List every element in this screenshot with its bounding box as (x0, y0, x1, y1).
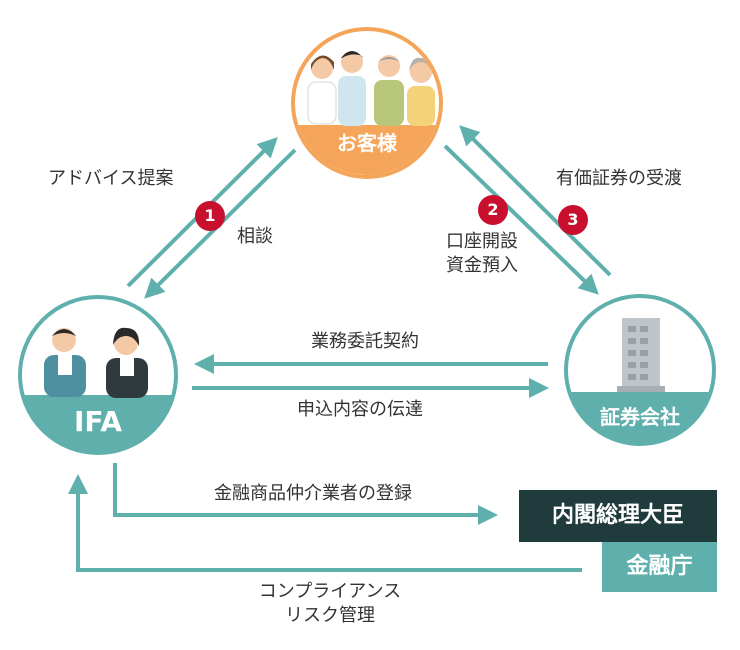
step-badge-3: 3 (558, 205, 588, 235)
label-compliance-line-1: コンプライアンス (258, 581, 402, 602)
customer-node (291, 27, 443, 179)
step-badge-2: 2 (478, 195, 508, 225)
securities-node (564, 294, 716, 446)
arrows (68, 125, 612, 572)
authority-primary-box (519, 490, 717, 542)
label-compliance: コンプライアンス リスク管理 (230, 580, 430, 628)
label-application: 申込内容の伝達 (297, 399, 423, 420)
customer-label: お客様 (337, 131, 397, 155)
label-account-line-2: 資金預入 (446, 255, 518, 276)
family-illustration (307, 51, 435, 126)
authority-secondary-box (602, 542, 717, 592)
arrow-compliance (68, 474, 582, 572)
label-registration: 金融商品仲介業者の登録 (214, 483, 412, 504)
label-compliance-line-2: リスク管理 (285, 605, 375, 626)
label-advice: アドバイス提案 (48, 168, 174, 189)
ifa-label: IFA (73, 405, 122, 438)
label-business-contract: 業務委託契約 (311, 331, 419, 352)
label-consult: 相談 (237, 226, 273, 247)
step-badge-1: 1 (195, 201, 225, 231)
arrow-securities-delivery (459, 125, 612, 277)
securities-label: 証券会社 (600, 405, 680, 429)
label-account: 口座開設 資金預入 (432, 230, 532, 278)
arrow-account (443, 144, 599, 295)
arrow-registration (113, 463, 498, 525)
building-icon (617, 318, 665, 392)
authority-secondary-label: 金融庁 (626, 554, 693, 579)
label-account-line-1: 口座開設 (446, 231, 518, 252)
ifa-node (18, 295, 178, 455)
advisors-illustration (44, 327, 148, 398)
label-securities-delivery: 有価証券の受渡 (556, 168, 682, 189)
authority-primary-label: 内閣総理大臣 (551, 503, 684, 528)
